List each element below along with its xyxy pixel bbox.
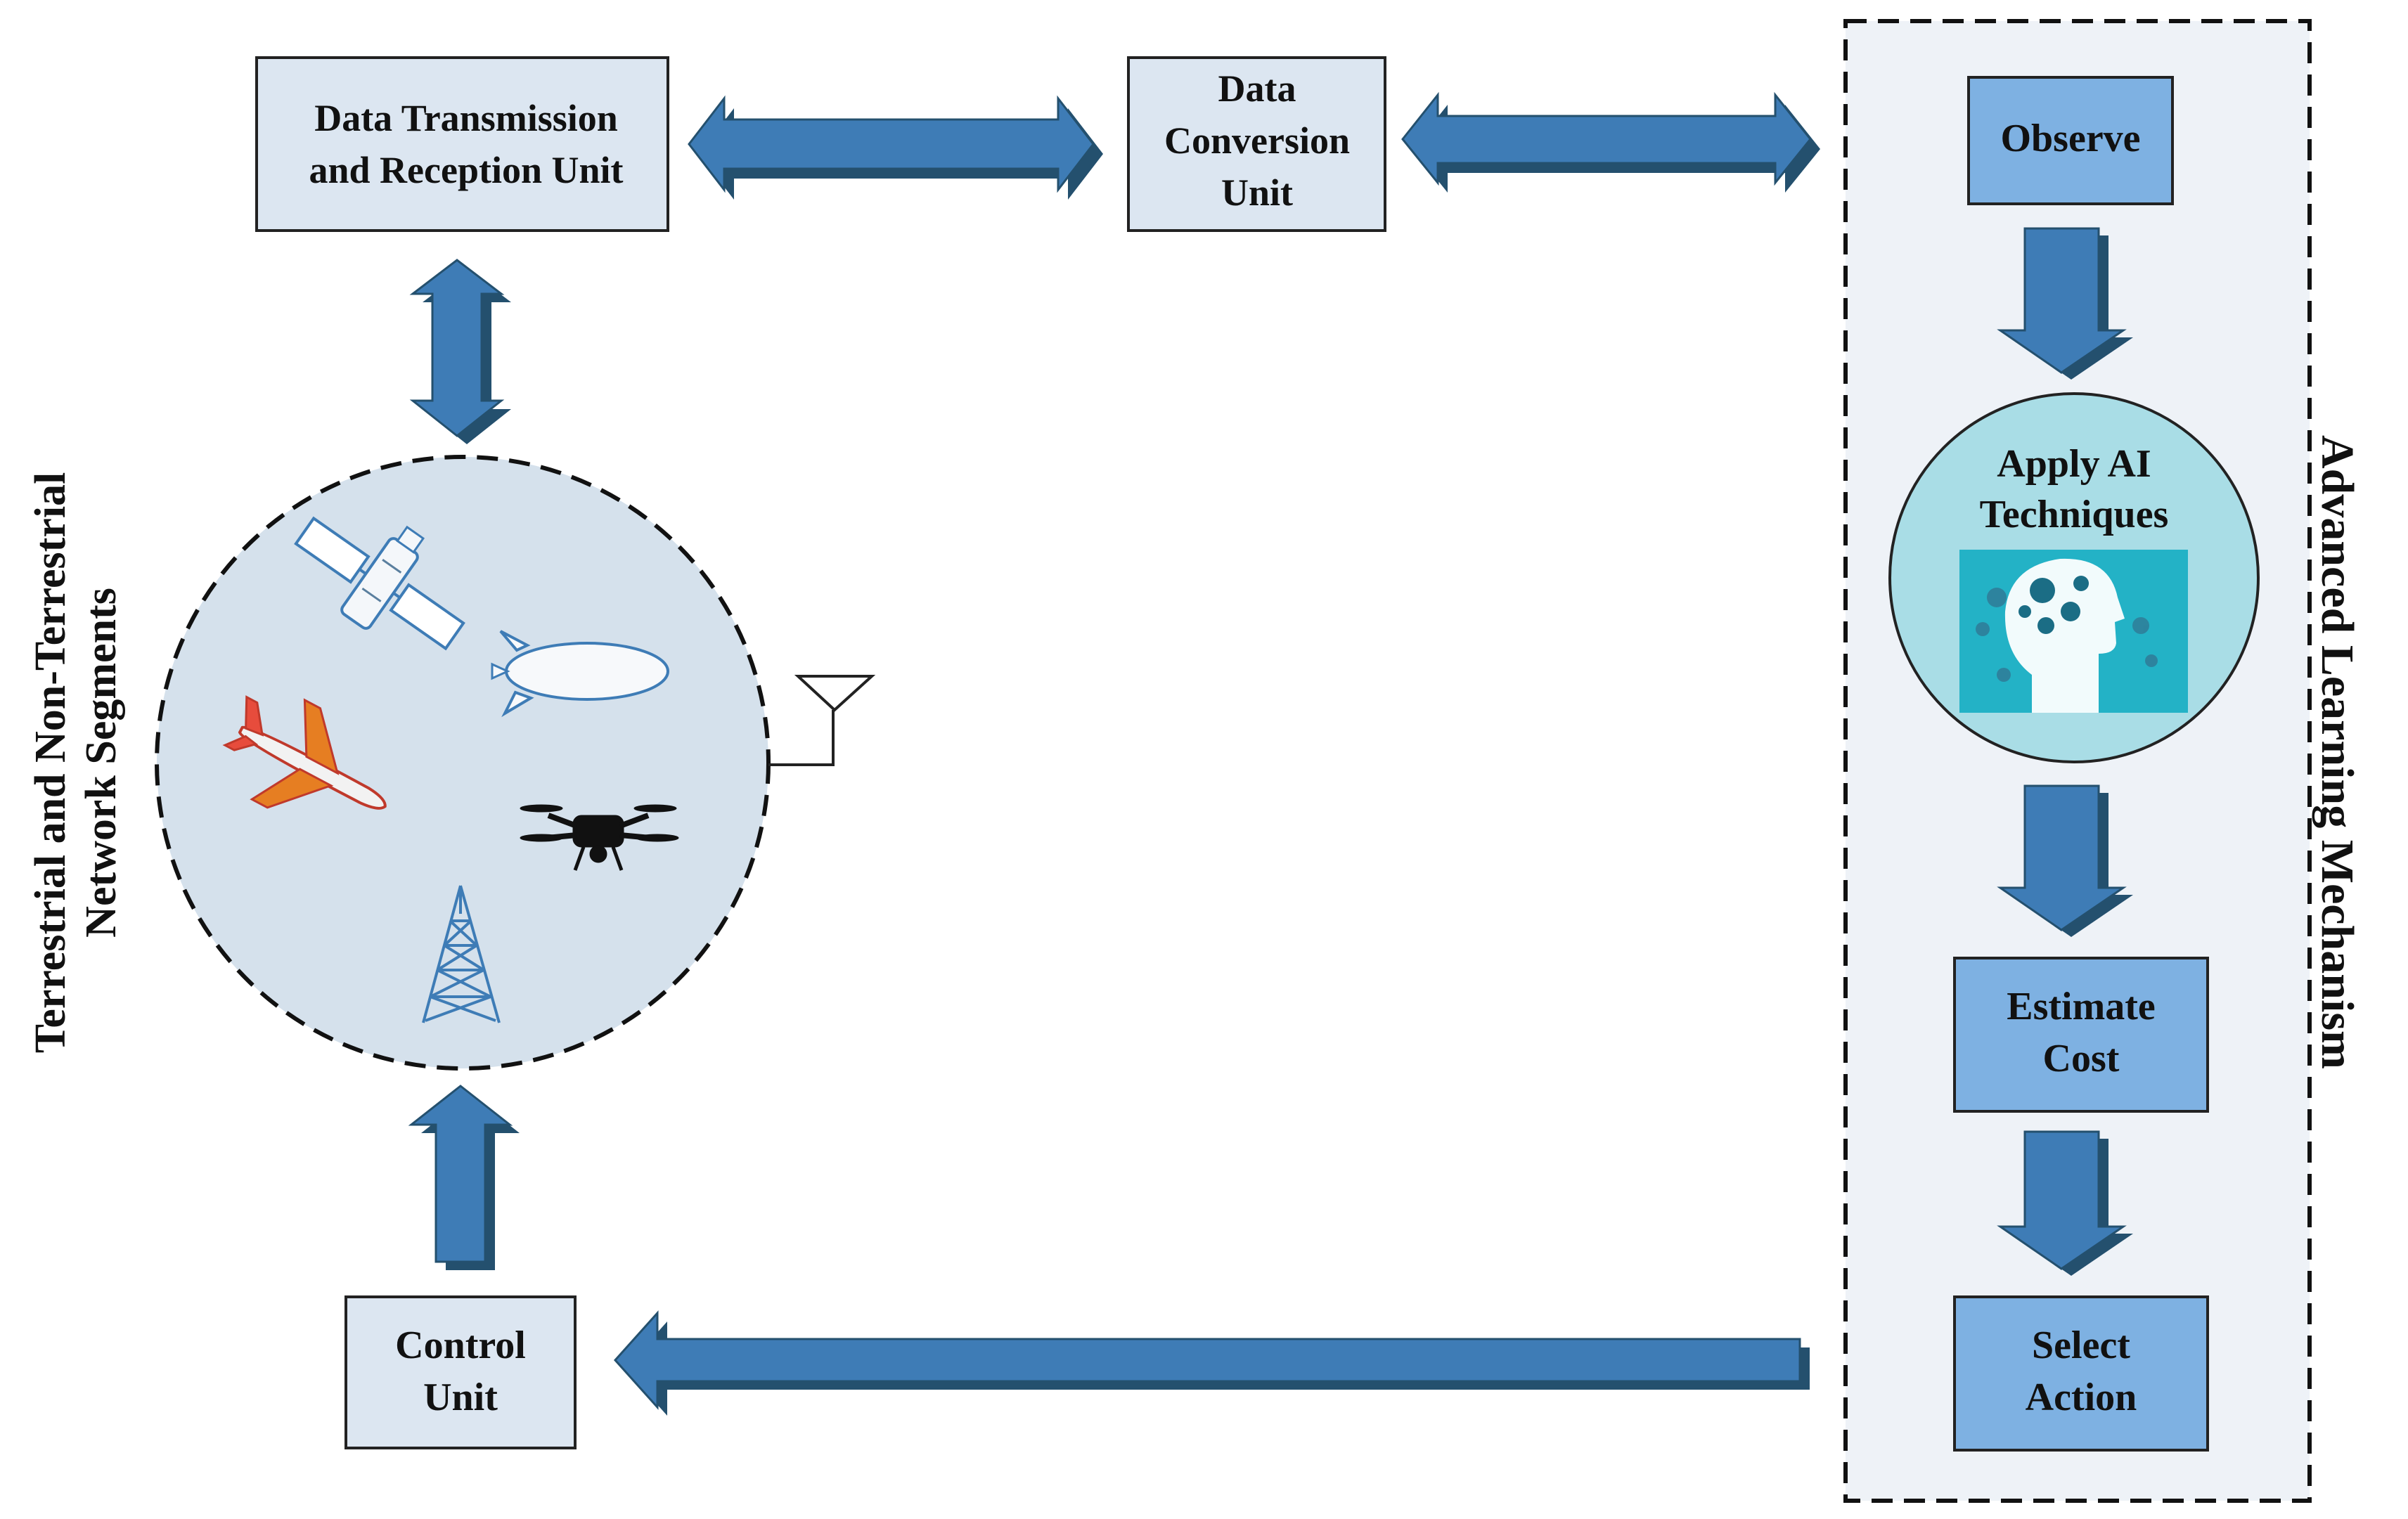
network-segments-label: Terrestrial and Non-Terrestrial Network … xyxy=(27,472,125,1054)
arrow-observe-apply xyxy=(1997,227,2133,380)
select-label-line1: Select xyxy=(2032,1324,2130,1367)
arrow-conversion-learning xyxy=(1401,91,1820,193)
learning-title: Advanced Learning Mechanism xyxy=(2312,435,2363,1069)
data-conversion-unit: Data Conversion Unit xyxy=(1127,56,1386,232)
control-unit: Control Unit xyxy=(345,1295,577,1449)
observe-label: Observe xyxy=(2000,117,2140,160)
estimate-label-line2: Cost xyxy=(2043,1037,2120,1080)
network-label-line2: Network Segments xyxy=(77,588,125,938)
conversion-label-line3: Unit xyxy=(1221,172,1293,214)
learning-mechanism-label: Advanced Learning Mechanism xyxy=(2312,435,2363,1069)
arrow-control-network xyxy=(408,1085,520,1270)
arrow-apply-estimate xyxy=(1997,784,2133,937)
arrow-learning-control xyxy=(613,1310,1810,1416)
ai-head-gears-icon xyxy=(1959,550,2188,713)
antenna-icon xyxy=(768,675,876,766)
estimate-cost-step: Estimate Cost xyxy=(1953,957,2209,1113)
drone-icon xyxy=(520,804,679,871)
airplane-icon xyxy=(222,695,387,810)
control-label-line1: Control xyxy=(395,1324,526,1367)
network-label-line1: Terrestrial and Non-Terrestrial xyxy=(27,472,75,1054)
cell-tower-icon xyxy=(422,885,501,1023)
apply-ai-label-line1: Apply AI xyxy=(1997,442,2151,486)
network-segment-circle xyxy=(155,455,771,1071)
select-label-line2: Action xyxy=(2026,1376,2137,1419)
apply-ai-label-line2: Techniques xyxy=(1980,493,2169,536)
arrow-estimate-select xyxy=(1997,1130,2133,1276)
dtru-label-line1: Data Transmission xyxy=(314,97,618,139)
airship-icon xyxy=(491,630,669,718)
data-transmission-reception-unit: Data Transmission and Reception Unit xyxy=(255,56,669,232)
satellite-icon xyxy=(294,516,465,651)
observe-step: Observe xyxy=(1967,76,2174,205)
estimate-label-line1: Estimate xyxy=(2007,985,2156,1028)
dtru-label-line2: and Reception Unit xyxy=(309,149,623,191)
arrow-dtru-conversion xyxy=(688,95,1103,200)
conversion-label-line1: Data xyxy=(1218,67,1296,110)
apply-ai-step: Apply AI Techniques xyxy=(1888,392,2260,763)
conversion-label-line2: Conversion xyxy=(1164,119,1350,162)
select-action-step: Select Action xyxy=(1953,1295,2209,1452)
control-label-line2: Unit xyxy=(423,1376,498,1419)
arrow-dtru-network xyxy=(409,259,511,444)
